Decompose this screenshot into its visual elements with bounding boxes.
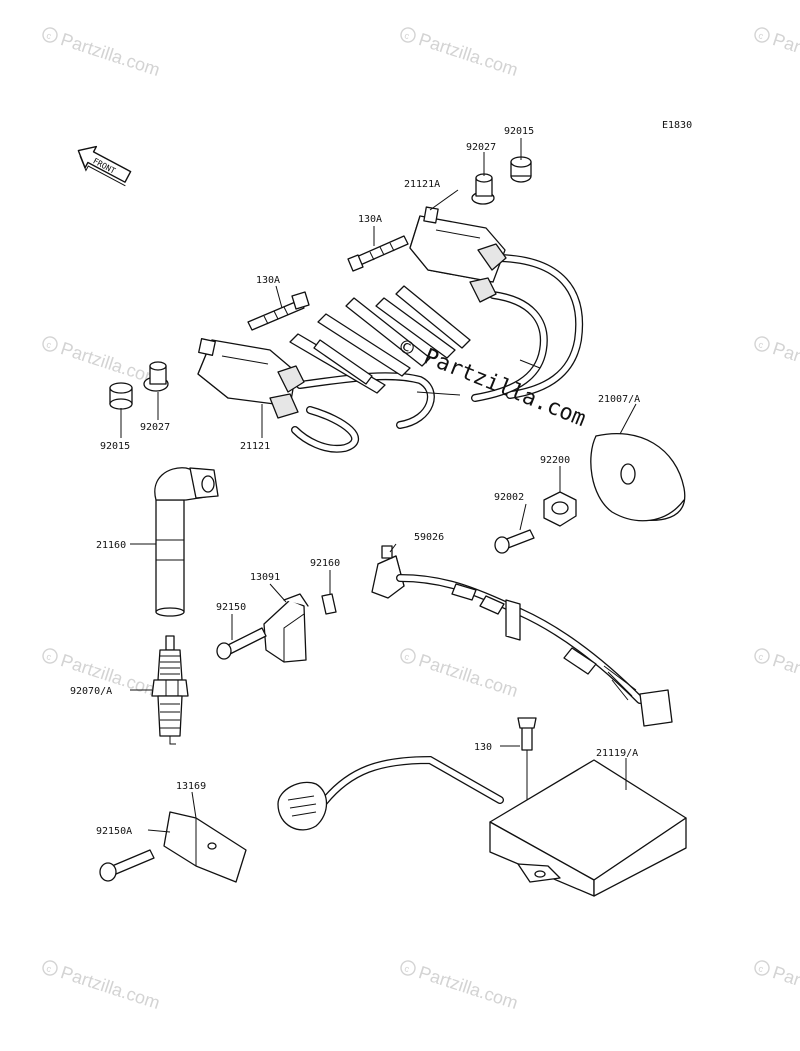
svg-text:c: c — [403, 651, 411, 662]
front-arrow-icon: FRONT — [77, 145, 132, 187]
bolt-130 — [517, 717, 537, 860]
nut-92200 — [543, 491, 577, 527]
watermark-tile: c Partzilla.com — [42, 27, 162, 80]
watermark-tile: c Partzilla.com — [400, 27, 520, 80]
rotor-21007a — [590, 432, 686, 522]
watermark-tile: c Partzilla.com — [42, 336, 162, 389]
label-92015-left: 92015 — [100, 441, 130, 452]
bolt-130a-left — [247, 291, 310, 331]
bolt-92150a — [99, 849, 155, 882]
label-92027-top: 92027 — [466, 142, 496, 153]
watermark-tile: c Partzilla.com — [754, 648, 800, 701]
svg-text:c: c — [45, 339, 53, 350]
bolt-130a-top — [347, 235, 409, 272]
ignition-coil-21121a — [409, 206, 507, 303]
label-13091: 13091 — [250, 572, 280, 583]
watermark-tile: c Partzilla.com — [42, 960, 162, 1013]
svg-text:Partzilla.com: Partzilla.com — [416, 650, 520, 701]
label-21121: 21121 — [240, 441, 270, 452]
label-21160: 21160 — [96, 540, 126, 551]
svg-text:Partzilla.com: Partzilla.com — [416, 962, 520, 1013]
label-21119a: 21119/A — [596, 748, 638, 759]
svg-text:c: c — [757, 651, 765, 662]
leader-lines — [120, 138, 637, 833]
pickup-coil-59026 — [371, 545, 673, 727]
label-92015-top: 92015 — [504, 126, 534, 137]
watermark-tile: c Partzilla.com — [754, 27, 800, 80]
bolt-92002 — [494, 529, 535, 554]
label-92200: 92200 — [540, 455, 570, 466]
ignition-coil-21121 — [197, 338, 305, 419]
label-130: 130 — [474, 742, 492, 753]
watermark-tile: c Partzilla.com — [400, 648, 520, 701]
svg-text:c: c — [45, 963, 53, 974]
svg-text:c: c — [757, 30, 765, 41]
label-92150a: 92150A — [96, 826, 132, 837]
bolt-92150 — [216, 627, 267, 660]
bracket-13169 — [163, 811, 247, 883]
label-21007a: 21007/A — [598, 394, 640, 405]
watermark-tile: c Partzilla.com — [754, 336, 800, 389]
cdi-unit-21119a — [277, 755, 687, 897]
svg-text:c: c — [45, 30, 53, 41]
svg-text:Partzilla.com: Partzilla.com — [58, 29, 162, 80]
washer-92160 — [321, 593, 337, 615]
svg-text:Partzilla.com: Partzilla.com — [770, 338, 800, 389]
label-21121a: 21121A — [404, 179, 440, 190]
svg-text:c: c — [757, 339, 765, 350]
svg-text:Partzilla.com: Partzilla.com — [770, 29, 800, 80]
svg-text:c: c — [403, 963, 411, 974]
label-59026: 59026 — [414, 532, 444, 543]
plug-cap-21160 — [154, 467, 219, 617]
label-92070a: 92070/A — [70, 686, 112, 697]
diagram-code: E1830 — [662, 120, 692, 131]
label-92160: 92160 — [310, 558, 340, 569]
watermark-layer: c Partzilla.com c Partzilla.com c Partzi… — [42, 27, 800, 1013]
label-92002: 92002 — [494, 492, 524, 503]
grommet-92027-top — [471, 173, 495, 205]
spark-plug-92070a — [151, 635, 189, 745]
svg-text:c: c — [403, 30, 411, 41]
svg-text:c: c — [45, 651, 53, 662]
callout-labels: 92015 92027 21121A 130A 130A 92015 92027… — [70, 126, 640, 837]
label-13169: 13169 — [176, 781, 206, 792]
collar-92015-left — [109, 382, 133, 410]
svg-text:c: c — [757, 963, 765, 974]
svg-text:Partzilla.com: Partzilla.com — [770, 650, 800, 701]
label-130a-left: 130A — [256, 275, 280, 286]
bracket-13091 — [263, 593, 309, 663]
svg-text:Partzilla.com: Partzilla.com — [770, 962, 800, 1013]
watermark-tile: c Partzilla.com — [754, 960, 800, 1013]
watermark-tile: c Partzilla.com — [400, 960, 520, 1013]
svg-text:Partzilla.com: Partzilla.com — [416, 29, 520, 80]
ignition-leads — [289, 254, 584, 453]
svg-text:Partzilla.com: Partzilla.com — [58, 962, 162, 1013]
label-130a-top: 130A — [358, 214, 382, 225]
grommet-92027-left — [143, 361, 169, 392]
collar-92015-top — [510, 156, 532, 183]
label-92150: 92150 — [216, 602, 246, 613]
label-92027-left: 92027 — [140, 422, 170, 433]
